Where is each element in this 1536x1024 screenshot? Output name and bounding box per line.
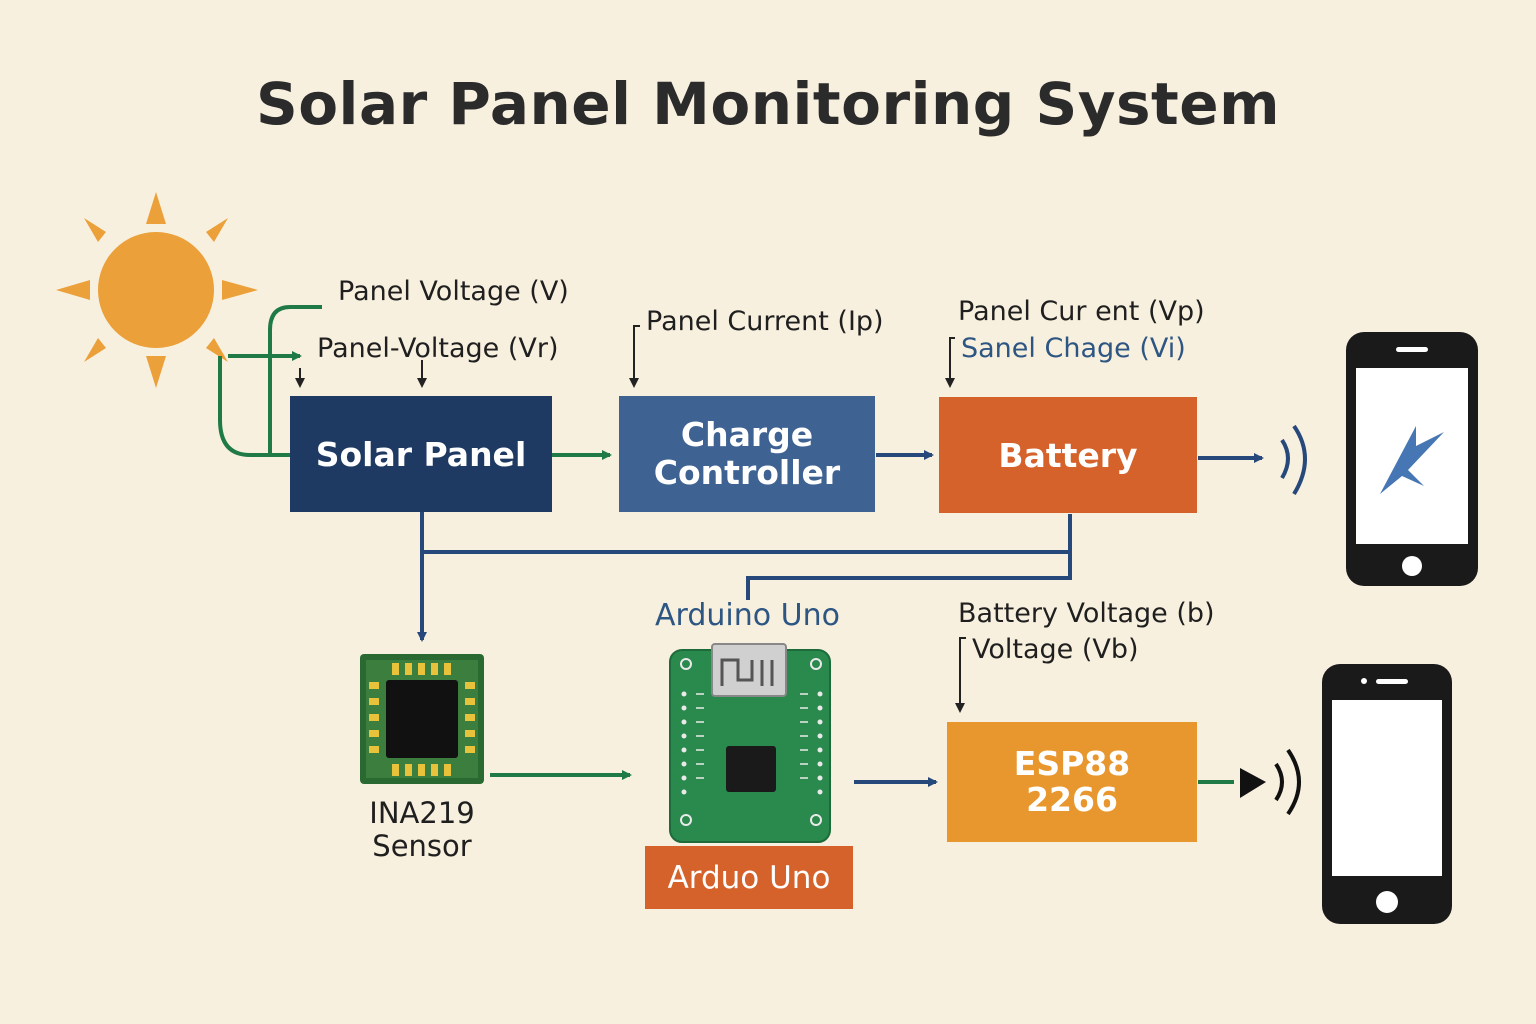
- sensor-label-line-1: INA219: [369, 796, 475, 830]
- wireless-signal-icon: [1274, 748, 1301, 816]
- sun-icon: [56, 192, 258, 388]
- green-feed-line: [268, 305, 322, 457]
- arduino-title-label: Arduino Uno: [655, 598, 840, 633]
- sensor-label: INA219 Sensor: [352, 797, 492, 863]
- panel-voltage-vr-label: Panel-Voltage (Vr): [317, 333, 559, 364]
- voltage-vb-label: Voltage (Vb): [972, 634, 1139, 665]
- panel-voltage-v-label: Panel Voltage (V): [338, 276, 569, 307]
- battery-label: Battery: [998, 435, 1138, 475]
- sensor-label-line-2: Sensor: [372, 829, 472, 863]
- solar-panel-block: Solar Panel: [290, 396, 552, 512]
- battery-voltage-b-label: Battery Voltage (b): [958, 598, 1215, 629]
- arduino-bottom-block: Arduo Uno: [645, 846, 853, 909]
- sanel-chage-label: Sanel Chage (Vi): [961, 333, 1186, 364]
- arduino-bottom-label: Arduo Uno: [667, 859, 831, 896]
- panel-current-vp-label: Panel Cur ent (Vp): [958, 296, 1205, 327]
- arduino-board-icon: [669, 643, 831, 843]
- lightning-bolt-icon: [1380, 426, 1444, 494]
- green-feed-line-2: [218, 356, 290, 457]
- panel-current-ip-label: Panel Current (Ip): [646, 306, 884, 337]
- smartphone-icon: [1322, 664, 1452, 924]
- charge-controller-block: Charge Controller: [619, 396, 875, 512]
- wireless-signal-icon: [1280, 424, 1307, 496]
- solar-panel-label: Solar Panel: [315, 434, 527, 474]
- esp-line-1: ESP88: [1013, 744, 1131, 783]
- page-title: Solar Panel Monitoring System: [255, 70, 1281, 138]
- charge-controller-line-1: Charge: [680, 415, 814, 454]
- chip-icon: [360, 654, 484, 784]
- battery-block: Battery: [939, 397, 1197, 513]
- smartphone-icon: [1346, 332, 1478, 586]
- charge-controller-line-2: Controller: [653, 453, 841, 492]
- esp-block: ESP88 2266: [947, 722, 1197, 842]
- esp-line-2: 2266: [1026, 780, 1118, 819]
